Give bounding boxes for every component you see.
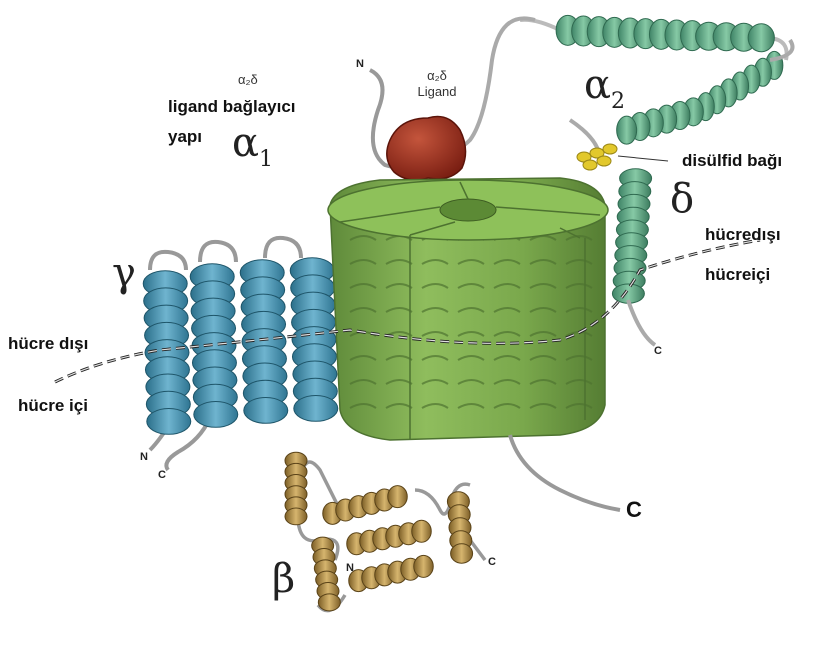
alpha2-n-terminus: N [356,58,364,70]
helix-turn [748,24,774,52]
intracellular-right-label: hücreiçi [705,265,770,285]
gamma-c-terminus: C [158,469,166,481]
intracellular-left-label: hücre içi [18,396,88,416]
ligand-binding-label: ligand bağlayıcı [168,97,296,117]
ligand-blob [387,117,466,181]
ligand-label: Ligand [412,84,462,99]
helix-turn [451,544,473,564]
structure-label: yapı [168,127,202,147]
beta-c-terminus: C [488,556,496,568]
gamma-n-terminus: N [140,451,148,463]
beta-label: β [272,556,295,602]
delta-c-terminus: C [654,345,662,357]
alpha1-c-tail [510,435,620,510]
alpha1-c-terminus: C [626,497,642,523]
extracellular-left-label: hücre dışı [8,334,88,354]
helix-turn [388,486,408,508]
alpha2delta-ligand-symbol: α₂δ [412,68,462,83]
disulfide-bond-marks [577,144,668,170]
helix-turn [294,395,338,421]
beta-n-terminus: N [346,562,354,574]
alpha1-channel [328,178,608,440]
extracellular-right-label: hücredışı [705,225,781,245]
helix-turn [412,520,432,542]
alpha2delta-label-left: α₂δ [238,72,258,87]
disulfide-label: disülfid bağı [682,151,782,171]
helix-turn [244,397,288,423]
gamma-label: γ [112,250,136,296]
gamma-subunit [143,238,338,470]
alpha2-label: α2 [584,62,625,114]
alpha2-helix-top [556,15,774,51]
helix-turn [147,408,191,434]
helix-turn [617,116,637,144]
helix-turn [414,555,434,577]
alpha1-label: α1 [232,120,273,172]
helix-turn [285,508,307,525]
delta-label: δ [670,176,694,222]
beta-subunit [285,452,485,611]
alpha2-helix-middle [617,51,783,144]
helix-turn [194,401,238,427]
helix-turn [318,594,340,611]
